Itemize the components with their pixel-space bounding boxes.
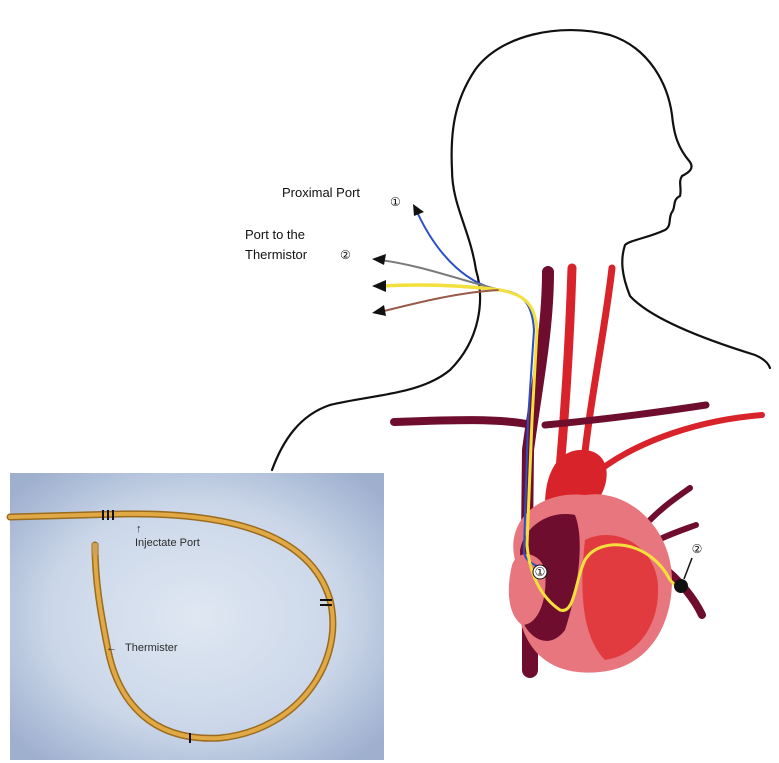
heart-marker-1: ① xyxy=(533,565,547,579)
heart-marker-1-label: ① xyxy=(535,565,546,579)
injectate-port-label: Injectate Port xyxy=(135,537,200,549)
head-outline xyxy=(452,30,770,368)
pulmonary-branch-upper xyxy=(650,488,690,520)
photo-catheter-tip xyxy=(91,543,99,555)
catheter-brown-line xyxy=(380,290,500,312)
injectate-port-arrow: ↑ xyxy=(136,523,142,535)
heart-marker-2: ② xyxy=(674,542,702,593)
neck-artery-right xyxy=(583,268,612,470)
thermistor-port-label-line2: Thermistor xyxy=(245,247,308,262)
arrowhead-brown xyxy=(372,305,386,316)
thermistor-port-number: ② xyxy=(340,248,351,262)
proximal-port-label: Proximal Port xyxy=(282,185,360,200)
carotid-artery xyxy=(560,268,572,470)
pulmonary-branch-lower xyxy=(658,525,696,540)
arrowhead-yellow xyxy=(372,280,386,292)
heart-marker-2-label: ② xyxy=(692,542,703,556)
port-labels: Proximal Port ① Port to the Thermistor ② xyxy=(245,185,401,262)
thermister-arrow: ← xyxy=(106,642,117,654)
subclavian-vein-left xyxy=(394,420,532,425)
arrowhead-proximal xyxy=(413,204,424,216)
thermister-label: Thermister xyxy=(125,642,178,654)
subclavian-artery-right xyxy=(600,415,762,470)
port-arrowheads xyxy=(372,204,424,316)
proximal-port-number: ① xyxy=(390,195,401,209)
neck-shoulder-left xyxy=(272,270,480,470)
catheter-photo: ↑ Injectate Port ← Thermister xyxy=(10,473,384,760)
arrowhead-gray xyxy=(372,254,386,265)
thermistor-port-label-line1: Port to the xyxy=(245,227,305,242)
